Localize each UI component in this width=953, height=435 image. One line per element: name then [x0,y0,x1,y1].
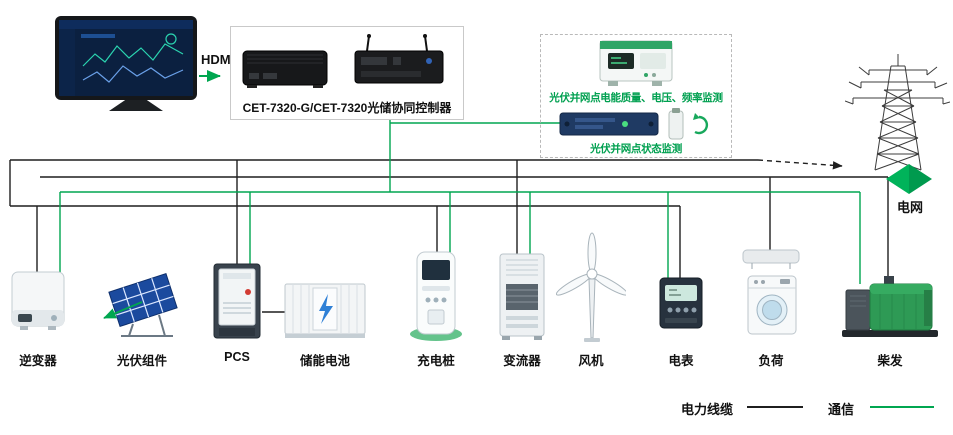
diesel-generator-icon [842,276,938,337]
battery-icon [284,283,366,338]
equipment-label-wind-turbine: 风机 [578,354,604,368]
monitor-screen [59,20,193,96]
controller-device-b-icon [354,34,444,84]
equipment-label-meter: 电表 [668,354,694,368]
legend-comm-line [870,406,934,408]
legend-power-line [747,406,803,408]
converter-icon [499,253,545,340]
status-rack-icon [559,112,659,136]
status-label: 光伏并网点状态监测 [590,143,682,155]
meter-icon [659,277,703,329]
dashboard-chart [82,43,184,67]
washing-machine-icon [747,275,797,335]
dashboard-monitor [55,16,197,100]
load-icon [742,249,800,335]
wind-turbine-icon [556,232,626,342]
equipment-label-inverter: 逆变器 [19,354,57,368]
power-quality-label: 光伏并网点电能质量、电压、频率监测 [549,92,723,104]
monitor-stand [109,100,163,111]
grid-diamond-icon [886,164,932,194]
light-fixture-icon [742,249,800,264]
legend-comm-label: 通信 [828,402,855,417]
controller-box: CET-7320-G/CET-7320光储协同控制器 [230,26,464,120]
hdmi-label: HDMI [201,52,235,67]
equipment-label-pcs: PCS [224,350,250,364]
grid-dashed-line [757,159,843,170]
pv-to-inverter-arrow [103,301,143,319]
lightning-icon [319,294,333,324]
controller-caption: CET-7320-G/CET-7320光储协同控制器 [242,101,452,115]
comm-lines [59,118,861,284]
grid-tower-icon [845,54,950,171]
controller-device-a-icon [242,50,328,88]
equipment-label-diesel: 柴发 [877,354,903,368]
equipment-label-load: 负荷 [758,354,784,368]
legend-power-label: 电力线缆 [681,402,734,417]
inverter-icon [11,271,65,330]
power-quality-device-icon [599,40,673,86]
pv-module-icon [108,272,178,337]
equipment-label-battery: 储能电池 [299,354,350,368]
pcs-icon [213,263,261,339]
status-sensor-icon [668,108,709,140]
charging-pile-icon [410,251,462,341]
power-lines [9,159,889,313]
equipment-label-pv-module: 光伏组件 [116,354,167,368]
status-signal-icon [693,113,709,135]
grid-label: 电网 [896,200,923,215]
monitoring-box: 光伏并网点电能质量、电压、频率监测 光伏并网点状态监测 [540,34,732,158]
equipment-label-charging-pile: 充电桩 [417,354,455,368]
equipment-label-converter: 变流器 [503,354,541,368]
